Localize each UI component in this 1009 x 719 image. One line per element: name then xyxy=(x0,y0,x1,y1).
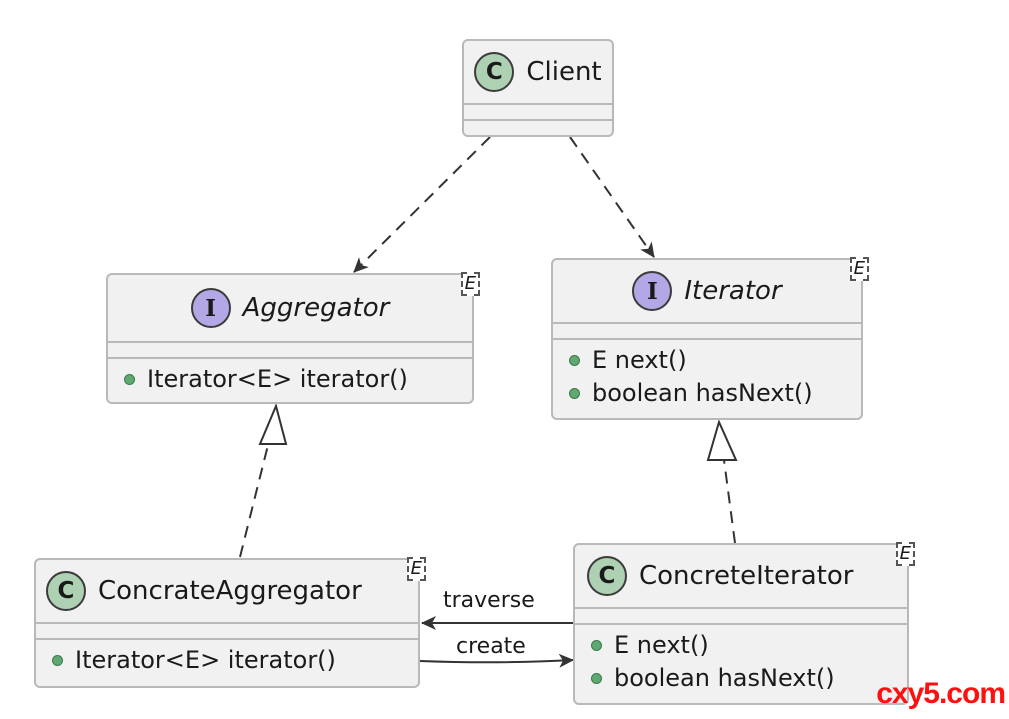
concrate-aggregator-name: ConcrateAggregator xyxy=(98,576,362,606)
public-method-icon xyxy=(52,655,63,666)
realization-arrowhead-iterator xyxy=(706,419,738,461)
traverse-label: traverse xyxy=(443,588,535,613)
method-signature: boolean hasNext() xyxy=(614,664,835,692)
concrete-iterator-header: C ConcreteIterator xyxy=(575,545,907,609)
concrete-iterator-class[interactable]: C ConcreteIterator E next() boolean hasN… xyxy=(573,542,915,705)
aggregator-fields-compartment xyxy=(108,343,472,359)
method-item: E next() xyxy=(569,344,861,377)
class-badge-icon: C xyxy=(46,571,86,611)
client-fields-compartment xyxy=(464,105,612,121)
method-item: boolean hasNext() xyxy=(569,377,861,410)
client-header: C Client xyxy=(464,41,612,105)
edge-realization-aggregator xyxy=(239,444,269,558)
edge-create xyxy=(419,653,574,668)
aggregator-header: I Aggregator xyxy=(108,275,472,343)
type-parameter-badge: E xyxy=(460,272,480,296)
method-signature: Iterator<E> iterator() xyxy=(75,646,336,674)
public-method-icon xyxy=(569,388,580,399)
type-parameter-badge: E xyxy=(895,542,915,566)
class-badge-icon: C xyxy=(587,556,627,596)
method-item: Iterator<E> iterator() xyxy=(52,644,418,677)
iterator-name: Iterator xyxy=(684,276,782,306)
public-method-icon xyxy=(124,374,135,385)
public-method-icon xyxy=(591,673,602,684)
method-signature: Iterator<E> iterator() xyxy=(147,365,408,393)
public-method-icon xyxy=(591,640,602,651)
concrate-aggregator-fields-compartment xyxy=(36,624,418,640)
client-class[interactable]: C Client xyxy=(462,39,614,137)
edge-client-aggregator xyxy=(353,136,491,273)
create-label: create xyxy=(456,634,526,659)
edge-realization-iterator xyxy=(723,459,736,544)
method-item: E next() xyxy=(591,629,907,662)
realization-arrowhead-aggregator xyxy=(258,402,288,445)
method-signature: boolean hasNext() xyxy=(592,379,813,407)
type-parameter-badge: E xyxy=(849,257,869,281)
iterator-interface[interactable]: I Iterator E next() boolean hasNext() E xyxy=(551,257,869,420)
client-name: Client xyxy=(526,57,602,87)
iterator-methods: E next() boolean hasNext() xyxy=(553,340,861,414)
interface-badge-icon: I xyxy=(632,271,673,311)
iterator-header: I Iterator xyxy=(553,260,861,324)
aggregator-methods: Iterator<E> iterator() xyxy=(108,359,472,400)
edge-client-iterator xyxy=(569,136,655,258)
concrate-aggregator-header: C ConcrateAggregator xyxy=(36,560,418,624)
method-item: boolean hasNext() xyxy=(591,662,907,695)
type-parameter-badge: E xyxy=(406,557,426,581)
method-signature: E next() xyxy=(614,631,709,659)
method-item: Iterator<E> iterator() xyxy=(124,363,472,396)
iterator-fields-compartment xyxy=(553,324,861,340)
aggregator-interface[interactable]: I Aggregator Iterator<E> iterator() E xyxy=(106,272,480,404)
aggregator-name: Aggregator xyxy=(242,293,390,323)
method-signature: E next() xyxy=(592,346,687,374)
class-badge-icon: C xyxy=(474,52,515,92)
interface-badge-icon: I xyxy=(190,288,231,328)
concrete-iterator-fields-compartment xyxy=(575,609,907,625)
concrate-aggregator-class[interactable]: C ConcrateAggregator Iterator<E> iterato… xyxy=(34,557,426,688)
public-method-icon xyxy=(569,355,580,366)
watermark-logo: cxy5.com xyxy=(876,677,1006,710)
concrete-iterator-name: ConcreteIterator xyxy=(639,561,854,591)
concrete-iterator-methods: E next() boolean hasNext() xyxy=(575,625,907,699)
concrate-aggregator-methods: Iterator<E> iterator() xyxy=(36,640,418,681)
